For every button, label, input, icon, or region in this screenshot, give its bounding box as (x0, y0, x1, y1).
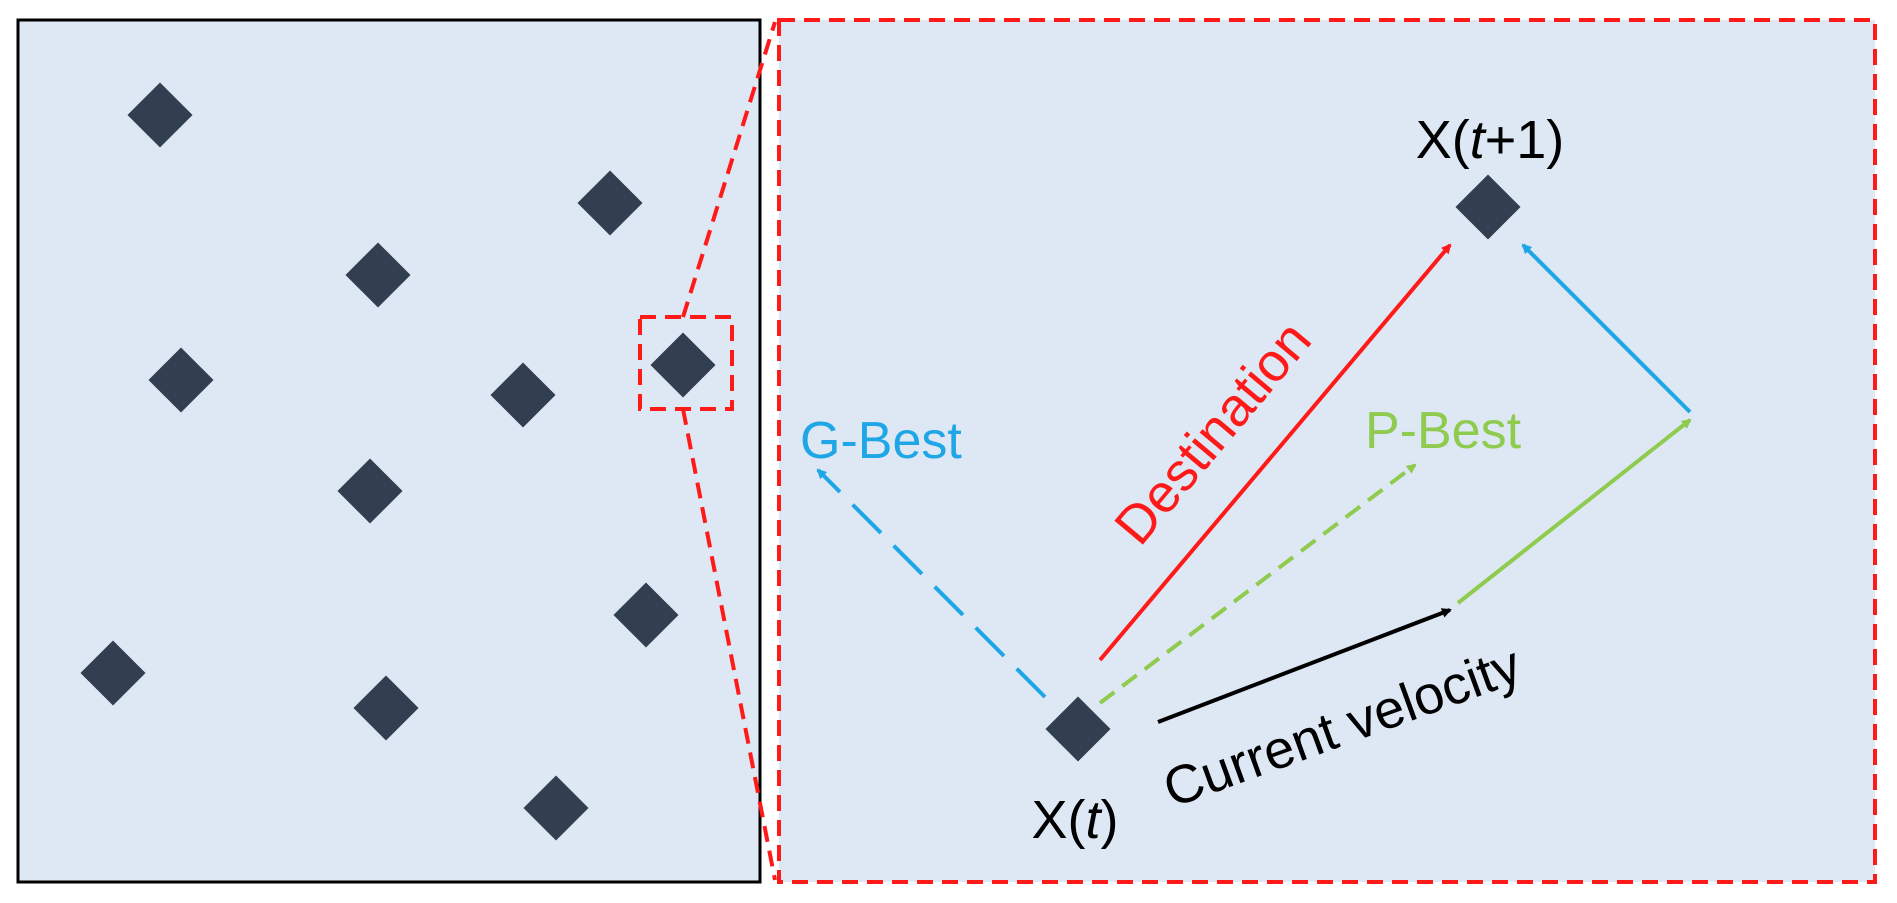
diamond-icon (148, 347, 214, 413)
diamond-icon (1045, 696, 1111, 762)
zoom-connector-bottom (681, 408, 777, 881)
diamond-icon (1455, 174, 1521, 240)
zoom-selection-box (638, 315, 734, 411)
swarm-particles (80, 82, 716, 841)
zoom-panel (777, 18, 1877, 884)
diamond-icon (490, 362, 556, 428)
diamond-icon (345, 242, 411, 308)
diamond-icon (353, 675, 419, 741)
current-position-label: X(t) (1032, 790, 1119, 850)
pbest-arrow (1098, 463, 1417, 705)
pbest-component-arrow (1456, 418, 1692, 605)
destination-arrow (1098, 243, 1452, 662)
gbest-label: G-Best (800, 412, 962, 470)
diamond-icon (650, 332, 716, 398)
diamond-icon (337, 458, 403, 524)
next-position-label: X(t+1) (1416, 110, 1565, 170)
gbest-component-arrow (1521, 243, 1692, 414)
velocity-arrow (1157, 608, 1452, 724)
diamond-icon (127, 82, 193, 148)
swarm-panel (16, 18, 762, 884)
gbest-arrow (816, 468, 1047, 699)
diamond-icon (80, 640, 146, 706)
diamond-icon (613, 582, 679, 648)
diamond-icon (577, 170, 643, 236)
zoom-connector-top (681, 21, 777, 318)
pbest-label: P-Best (1365, 402, 1522, 460)
diamond-icon (523, 775, 589, 841)
